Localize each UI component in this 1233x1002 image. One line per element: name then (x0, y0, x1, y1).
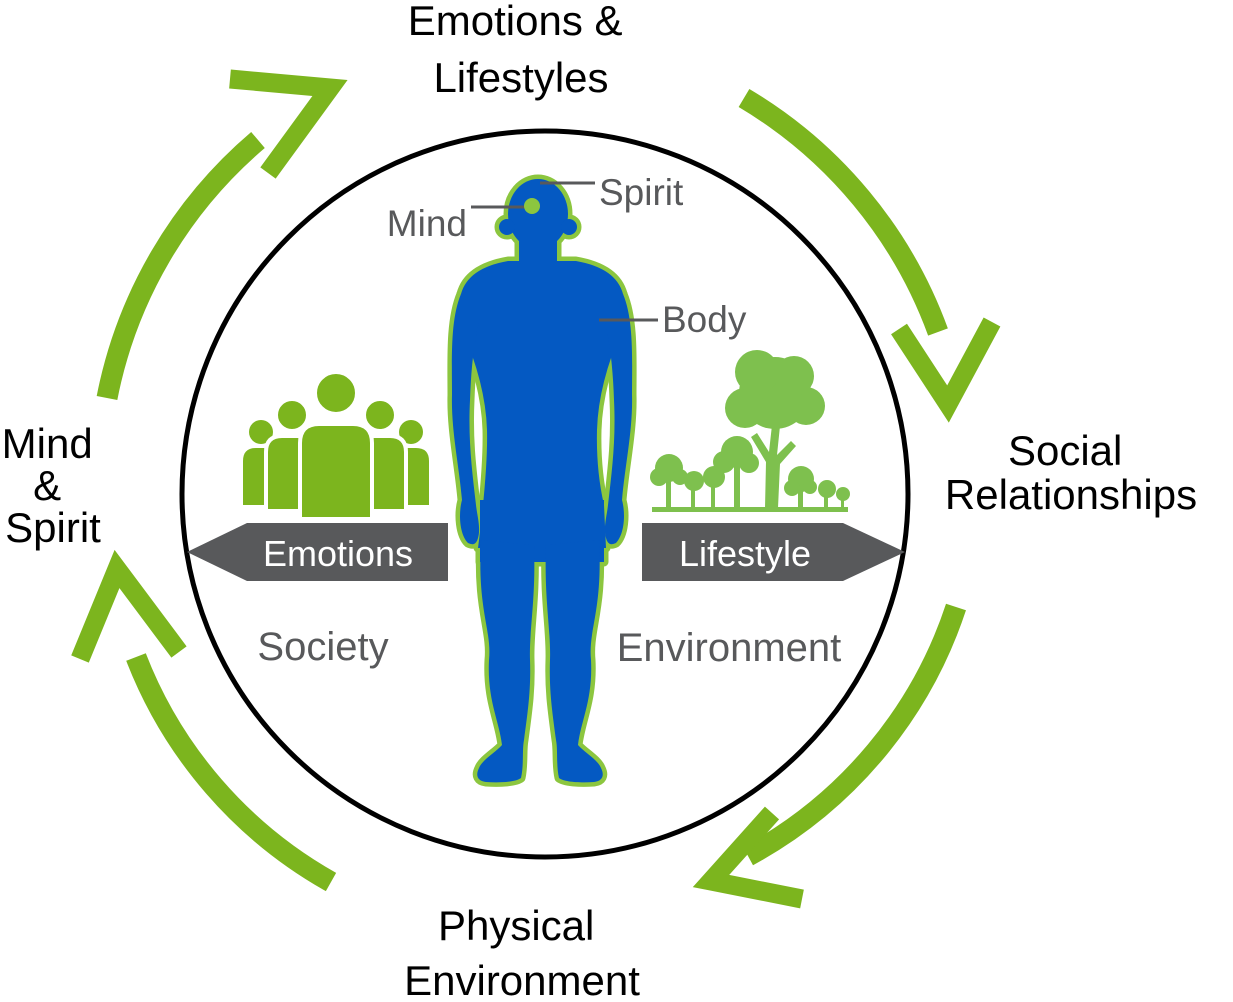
tree-canopy (784, 480, 800, 496)
tree-small-6 (836, 487, 850, 508)
label-emotions-lifestyles: Emotions & Lifestyles (408, 0, 634, 101)
person-head (274, 397, 310, 433)
person-head (362, 397, 398, 433)
person-head (313, 370, 359, 416)
environment-label: Environment (617, 626, 842, 670)
label-mind-spirit: Mind & Spirit (2, 420, 105, 551)
tree-small-1 (650, 454, 688, 508)
tree-small-2 (684, 471, 704, 508)
cycle-arrow-top-left-icon (96, 69, 348, 401)
society-label: Society (257, 625, 388, 669)
cycle-arrow-top-right-head (891, 317, 1001, 423)
cycle-arrows (71, 69, 1001, 909)
tree-canopy (735, 350, 779, 394)
tree-canopy (725, 388, 765, 428)
spirit-label: Spirit (599, 172, 684, 213)
figure-annotations: Mind Spirit Body (387, 172, 747, 340)
tree-trunk (734, 463, 740, 508)
tree-trunk (666, 480, 671, 508)
label-physical-environment: Physical Environment (404, 902, 640, 1002)
tree-canopy (774, 356, 814, 396)
label-social-relationships-line1: Social (1008, 427, 1122, 474)
ground-line (652, 507, 848, 512)
label-mind-spirit-line3: Spirit (5, 504, 101, 551)
emotions-banner (187, 523, 448, 581)
tree-trunk (798, 490, 803, 508)
tree-canopy (739, 453, 759, 473)
tree-canopy (803, 480, 817, 494)
lifestyle-banner-label: Lifestyle (679, 533, 811, 574)
person-center (298, 370, 374, 521)
tree-small-3 (703, 466, 725, 508)
tree-trunk (824, 495, 828, 508)
trees-icon (650, 350, 850, 512)
label-social-relationships: Social Relationships (945, 427, 1197, 518)
cycle-arrow-top-right-shaft (738, 88, 948, 336)
person-head (249, 420, 273, 444)
cycle-arrow-bottom-right-head (692, 806, 804, 909)
label-mind-spirit-line2: & (33, 462, 61, 509)
tree-small-4 (784, 466, 817, 508)
person-body (298, 422, 374, 521)
lifestyle-banner (642, 523, 905, 581)
cycle-arrow-bottom-left-head (71, 549, 187, 663)
tree-canopy (787, 387, 825, 425)
cycle-arrow-bottom-right-shaft (742, 603, 966, 866)
label-emotions-lifestyles-line2: Lifestyles (433, 54, 608, 101)
cycle-arrow-top-right-icon (738, 88, 1001, 423)
tree-canopy (650, 468, 668, 486)
cycle-arrow-bottom-right-icon (692, 603, 966, 909)
tree-small-5 (818, 480, 836, 508)
tree-canopy (684, 471, 704, 491)
mind-dot (524, 198, 540, 214)
cycle-arrow-top-left-shaft (96, 132, 265, 401)
people-group-icon (243, 370, 429, 521)
tree-trunk (711, 485, 715, 508)
label-mind-spirit-line1: Mind (2, 420, 93, 467)
cycle-arrow-top-left-head (229, 69, 348, 179)
tree-trunk (751, 425, 796, 508)
mind-label: Mind (387, 203, 467, 244)
tree-canopy (818, 480, 836, 498)
label-physical-environment-line2: Environment (404, 957, 640, 1002)
label-social-relationships-line2: Relationships (945, 471, 1197, 518)
tree-trunk (691, 488, 695, 508)
main-circle (179, 128, 911, 860)
tree-canopy (836, 487, 850, 501)
cycle-arrow-bottom-left-shaft (126, 653, 337, 892)
cycle-arrow-bottom-left-icon (71, 549, 337, 892)
tree-trunk (841, 499, 844, 508)
person-head (399, 420, 423, 444)
tree-large (725, 350, 825, 508)
tree-canopy (703, 466, 725, 488)
label-emotions-lifestyles-line1: Emotions & (408, 0, 623, 44)
body-label: Body (662, 299, 747, 340)
label-physical-environment-line1: Physical (438, 902, 594, 949)
emotions-banner-label: Emotions (263, 533, 413, 574)
